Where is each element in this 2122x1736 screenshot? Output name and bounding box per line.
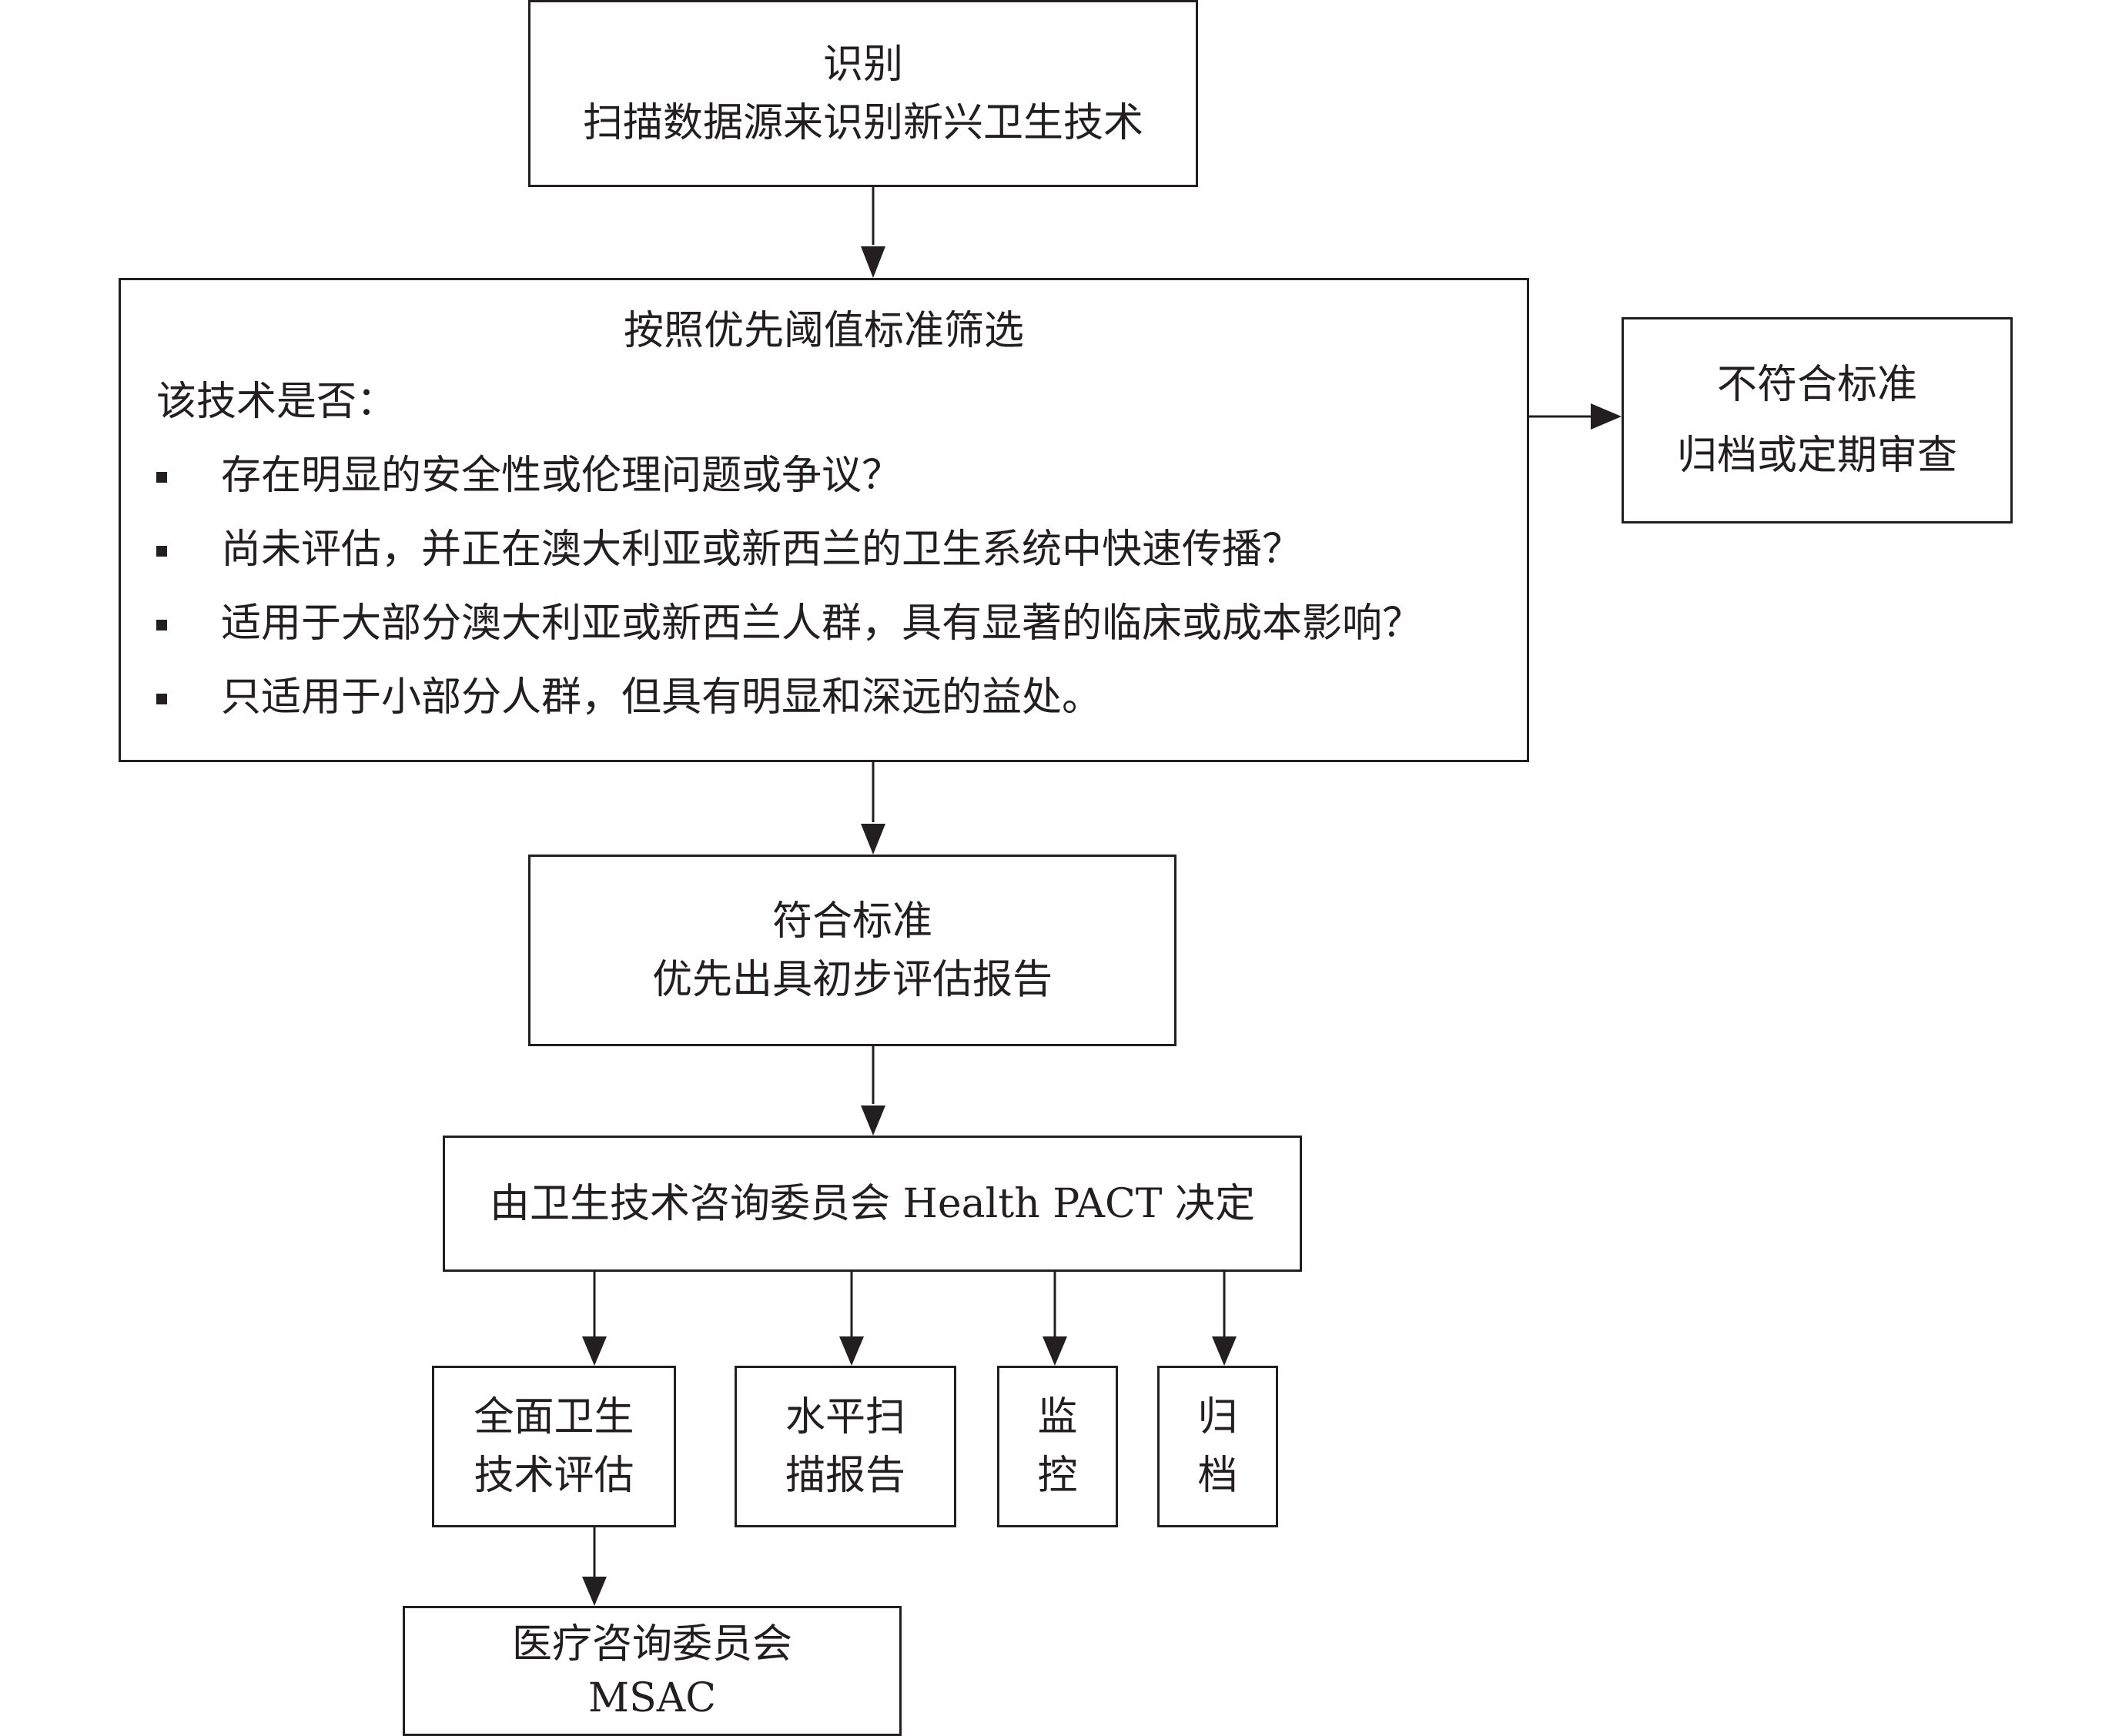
arrowhead xyxy=(839,1336,864,1366)
full-hta-line2: 技术评估 xyxy=(474,1453,634,1499)
archive-box: 归 档 xyxy=(1157,1366,1278,1527)
archive-line1: 归 xyxy=(1197,1394,1238,1440)
horizon-report-box: 水平扫 描报告 xyxy=(735,1366,956,1527)
not-meet-line1: 不符合标准 xyxy=(1716,362,1917,408)
msac-line2: MSAC xyxy=(587,1674,717,1721)
meet-line1: 符合标准 xyxy=(771,898,932,945)
criteria-item: 适用于大部分澳大利亚或新西兰人群，具有显著的临床或成本影响？ xyxy=(156,594,1527,653)
full-hta-line1: 全面卫生 xyxy=(474,1394,634,1440)
screening-box: 按照优先阈值标准筛选 该技术是否： 存在明显的安全性或伦理问题或争议？ 尚未评估… xyxy=(119,278,1529,762)
not-meet-line2: 归档或定期审查 xyxy=(1676,433,1957,479)
monitor-box: 监 控 xyxy=(997,1366,1118,1527)
arrowhead xyxy=(1212,1336,1237,1366)
arrowhead xyxy=(861,824,885,855)
criteria-list: 存在明显的安全性或伦理问题或争议？ 尚未评估，并正在澳大利亚或新西兰的卫生系统中… xyxy=(156,447,1527,727)
screening-title: 按照优先阈值标准筛选 xyxy=(623,308,1024,354)
criteria-item: 尚未评估，并正在澳大利亚或新西兰的卫生系统中快速传播？ xyxy=(156,520,1527,579)
meet-box: 符合标准 优先出具初步评估报告 xyxy=(528,855,1176,1046)
screening-question: 该技术是否： xyxy=(156,379,397,425)
arrowhead xyxy=(582,1577,607,1606)
arrowhead xyxy=(861,1105,885,1136)
identify-subtitle: 扫描数据源来识别新兴卫生技术 xyxy=(582,99,1143,146)
decision-text: 由卫生技术咨询委员会 Health PACT 决定 xyxy=(490,1180,1255,1227)
criteria-item: 只适用于小部分人群，但具有明显和深远的益处。 xyxy=(156,668,1527,727)
not-meet-box: 不符合标准 归档或定期审查 xyxy=(1622,317,2013,523)
msac-box: 医疗咨询委员会 MSAC xyxy=(403,1606,902,1736)
arrowhead xyxy=(582,1336,607,1366)
arrowhead xyxy=(1591,403,1622,430)
arrowhead xyxy=(861,246,885,278)
msac-line1: 医疗咨询委员会 xyxy=(511,1621,792,1667)
identify-box: 识别 扫描数据源来识别新兴卫生技术 xyxy=(528,0,1198,187)
horizon-report-line2: 描报告 xyxy=(785,1453,905,1499)
criteria-item: 存在明显的安全性或伦理问题或争议？ xyxy=(156,447,1527,505)
horizon-report-line1: 水平扫 xyxy=(785,1394,905,1440)
monitor-line1: 监 xyxy=(1037,1394,1078,1440)
identify-title: 识别 xyxy=(822,41,903,88)
monitor-line2: 控 xyxy=(1037,1453,1078,1499)
archive-line2: 档 xyxy=(1197,1453,1238,1499)
full-hta-box: 全面卫生 技术评估 xyxy=(432,1366,676,1527)
meet-line2: 优先出具初步评估报告 xyxy=(651,956,1053,1003)
decision-box: 由卫生技术咨询委员会 Health PACT 决定 xyxy=(443,1136,1302,1272)
arrowhead xyxy=(1043,1336,1067,1366)
